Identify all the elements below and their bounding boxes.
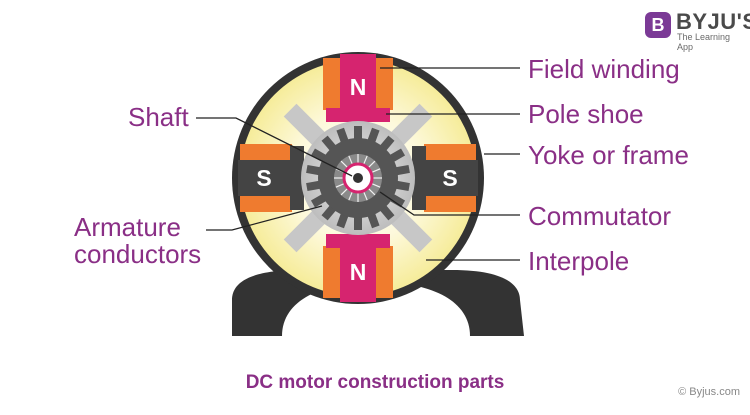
copyright-notice: © Byjus.com bbox=[678, 386, 740, 398]
armature-tooth bbox=[354, 126, 362, 142]
byjus-logo: B BYJU'S The Learning App bbox=[645, 8, 750, 52]
label-shaft: Shaft bbox=[128, 102, 189, 132]
commutator-segment bbox=[367, 187, 376, 196]
logo-badge-icon: B bbox=[645, 12, 671, 38]
leader-commutator bbox=[379, 191, 520, 216]
leader-lines bbox=[196, 67, 520, 261]
label-pole-shoe: Pole shoe bbox=[528, 99, 644, 129]
pole-shoe bbox=[290, 146, 304, 210]
armature bbox=[301, 121, 415, 235]
commutator-segment bbox=[340, 160, 349, 169]
label-yoke-or-frame: Yoke or frame bbox=[528, 140, 689, 170]
pole-letter-north-top: N bbox=[350, 74, 367, 100]
commutator-segment bbox=[340, 187, 349, 196]
pole-shoe bbox=[326, 234, 390, 248]
pole-south-right: S bbox=[412, 144, 478, 212]
logo-name: BYJU'S bbox=[676, 9, 750, 34]
logo-tagline: The Learning App bbox=[677, 32, 731, 52]
armature-tooth bbox=[354, 214, 362, 230]
pole-letter-south-left: S bbox=[256, 165, 271, 191]
pole-shoe bbox=[326, 108, 390, 122]
pole-north-bottom: N bbox=[323, 234, 393, 302]
commutator-segment bbox=[348, 190, 354, 201]
label-armature-conductors: Armature conductors bbox=[74, 212, 202, 270]
commutator-segments bbox=[334, 154, 382, 202]
commutator-segment bbox=[362, 190, 368, 201]
pole-letter-south-right: S bbox=[442, 165, 457, 191]
pole-south-left: S bbox=[238, 144, 304, 212]
leader-shaft bbox=[196, 117, 353, 177]
commutator-segment bbox=[370, 182, 381, 188]
label-commutator: Commutator bbox=[528, 201, 672, 231]
commutator-segment bbox=[370, 168, 381, 174]
label-armature-line2: conductors bbox=[74, 239, 202, 270]
commutator-segment bbox=[367, 160, 376, 169]
commutator-segment bbox=[335, 182, 346, 188]
label-field-winding: Field winding bbox=[528, 54, 680, 84]
label-armature-line1: Armature bbox=[74, 212, 181, 242]
pole-letter-north-bottom: N bbox=[350, 259, 367, 285]
commutator-segment bbox=[362, 155, 368, 166]
commutator-segment bbox=[348, 155, 354, 166]
diagram-caption: DC motor construction parts bbox=[245, 372, 505, 393]
pole-north-top: N bbox=[323, 54, 393, 122]
pole-shoe bbox=[412, 146, 426, 210]
leader-armature bbox=[206, 205, 323, 231]
label-interpole: Interpole bbox=[528, 246, 630, 276]
